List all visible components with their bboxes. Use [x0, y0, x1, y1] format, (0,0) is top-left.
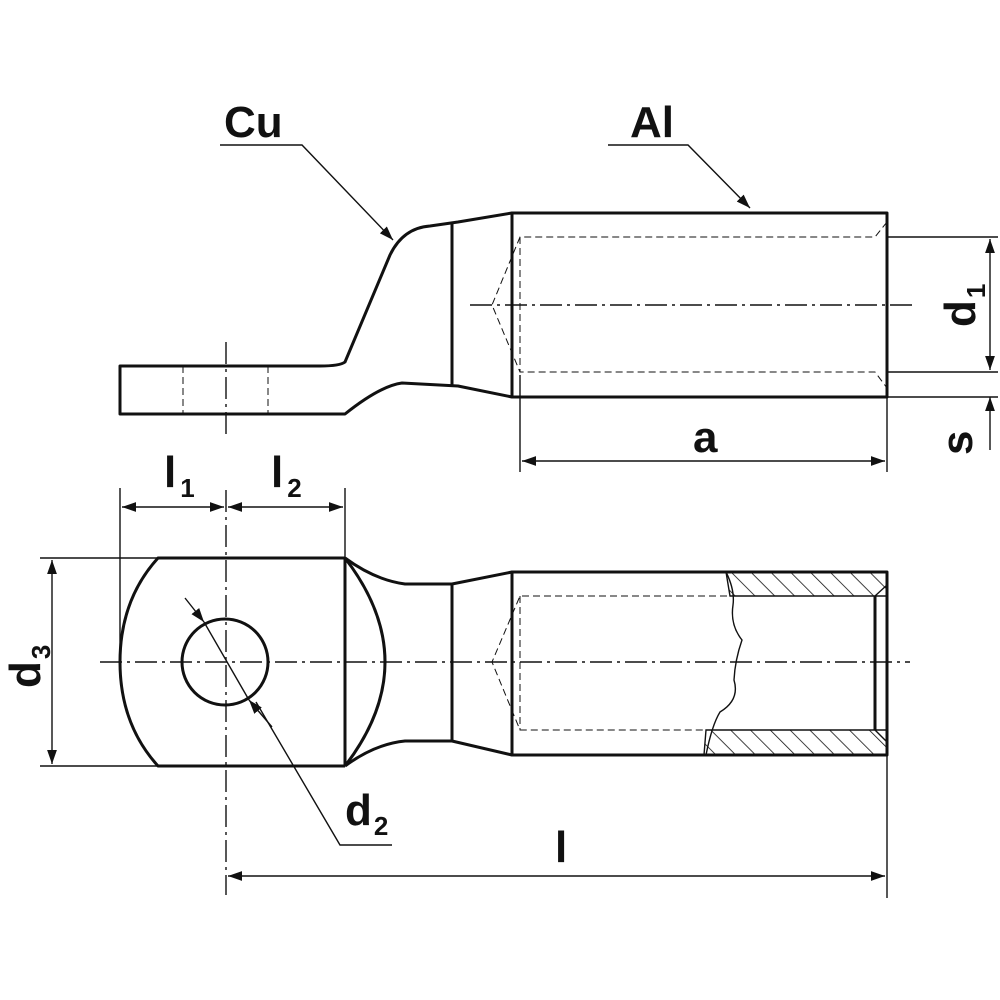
- chamfer-bottom: [874, 729, 888, 743]
- s-label: s: [933, 431, 982, 455]
- dimension-d3: d3: [1, 557, 158, 767]
- section-wall-bottom: [703, 729, 888, 756]
- l-label: l: [555, 823, 567, 872]
- side-view: [118, 211, 915, 438]
- d3-label: d3: [1, 645, 56, 688]
- break-line: [705, 571, 743, 756]
- copper-palm-outline: [118, 211, 513, 416]
- section-wall-top: [725, 571, 888, 597]
- top-view: [100, 490, 910, 895]
- bore-hidden-top: [491, 595, 727, 731]
- cu-label: Cu: [224, 98, 283, 147]
- cu-leader: Cu: [220, 98, 394, 241]
- d2-label: d2: [345, 786, 388, 841]
- neck-outline-top: [344, 556, 513, 768]
- dimension-d2: d2: [184, 597, 392, 846]
- a-label: a: [693, 413, 718, 462]
- aluminium-barrel-top: [510, 570, 889, 757]
- al-leader: Al: [608, 98, 751, 209]
- dimension-a: a: [519, 375, 888, 472]
- dimension-d1: d1: [887, 236, 998, 398]
- dimension-l: l: [228, 755, 888, 898]
- dimension-s: s: [933, 397, 995, 455]
- chamfer-top: [874, 584, 888, 597]
- al-label: Al: [630, 98, 674, 147]
- bore-hidden-lines: [491, 221, 888, 389]
- d1-label: d1: [936, 284, 991, 327]
